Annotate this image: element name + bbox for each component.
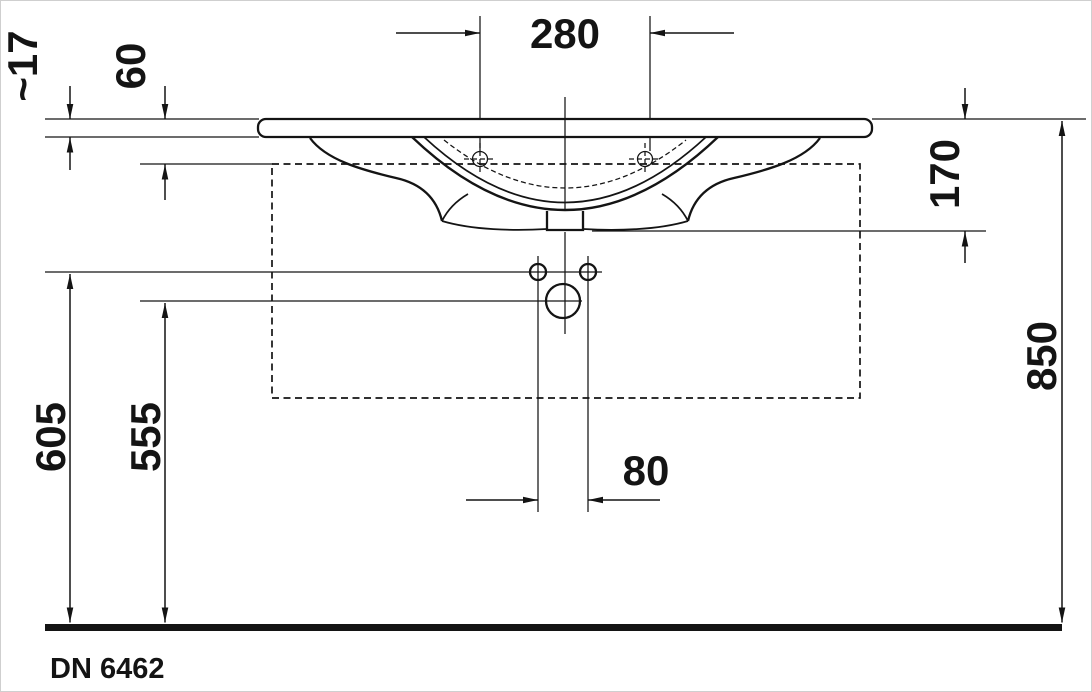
faucet-hole-right	[629, 143, 661, 175]
washbasin	[256, 97, 874, 334]
right-wing-inner	[661, 193, 689, 222]
left-wing-inner	[441, 193, 469, 222]
reference-lines	[45, 16, 1086, 512]
floor-line	[45, 624, 1062, 631]
left-wing-outline	[309, 137, 444, 222]
bowl-outer-arc	[411, 136, 719, 212]
installation-box-outline	[271, 163, 861, 399]
rim-height-dimension: ~17	[0, 30, 46, 101]
dimension-labels: 280 ~17 60 170 850 605 555 80	[0, 10, 1065, 494]
rim-to-underside-dimension: 60	[107, 43, 154, 90]
fixing-holes-height-dimension: 605	[27, 402, 74, 472]
waste-height-dimension: 555	[122, 402, 169, 472]
dimension-lines	[66, 29, 1066, 623]
right-wing-outline	[686, 137, 821, 222]
fixing-hole-right	[578, 262, 598, 282]
left-underside	[441, 220, 548, 231]
top-to-overflow-dimension: 170	[921, 139, 968, 209]
model-number-label: DN 6462	[50, 653, 164, 685]
fixing-hole-left	[528, 262, 548, 282]
fixing-hole-spacing-dimension: 80	[623, 447, 670, 494]
drain-outlet	[545, 211, 585, 232]
faucet-spacing-dimension: 280	[530, 10, 600, 57]
faucet-hole-left	[464, 143, 496, 175]
right-underside	[582, 220, 689, 231]
overall-height-dimension: 850	[1018, 321, 1065, 391]
waste-hole	[544, 282, 582, 320]
